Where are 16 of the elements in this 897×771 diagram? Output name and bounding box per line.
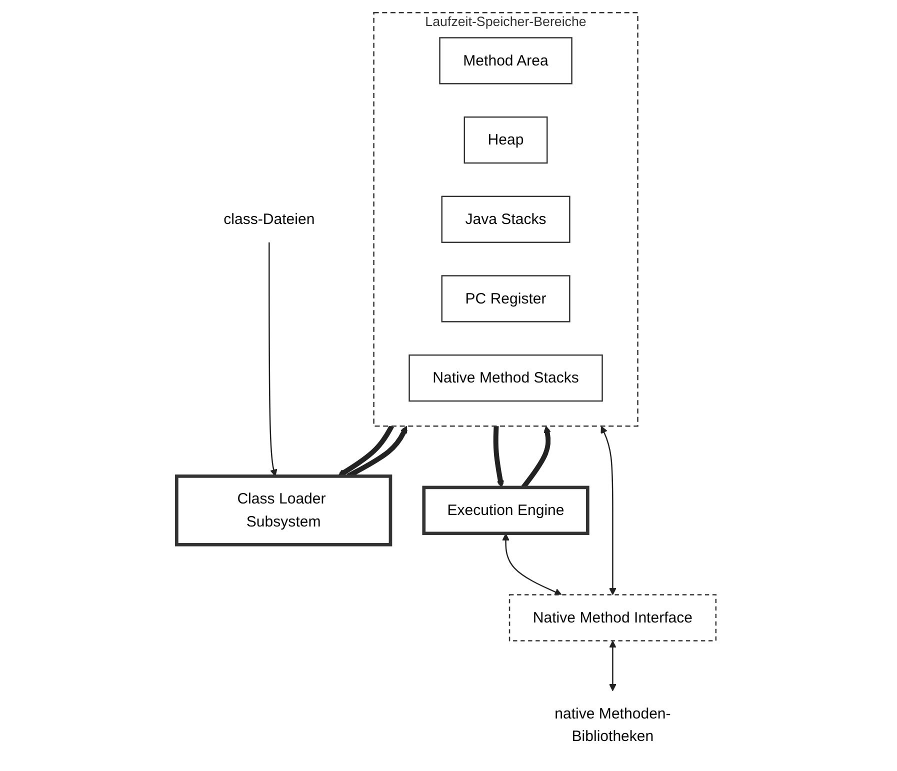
node-box: Heap (464, 116, 548, 164)
arrow (494, 425, 504, 488)
arrow (338, 424, 394, 476)
arrow (601, 426, 617, 595)
node-box: Java Stacks (442, 195, 571, 242)
node-box: Execution Engine (422, 485, 590, 535)
node-text: class-Dateien (224, 210, 316, 227)
arrow (268, 242, 278, 476)
node-box: Native Method Interface (509, 594, 717, 641)
arrow (609, 640, 617, 691)
node-box: Class Loader Subsystem (175, 474, 392, 546)
node-box: PC Register (442, 274, 571, 322)
node-box: Native Method Stacks (409, 354, 604, 402)
node-text: native Methoden-Bibliotheken (554, 704, 672, 744)
node-box: Method Area (439, 36, 573, 84)
arrow (502, 532, 562, 595)
